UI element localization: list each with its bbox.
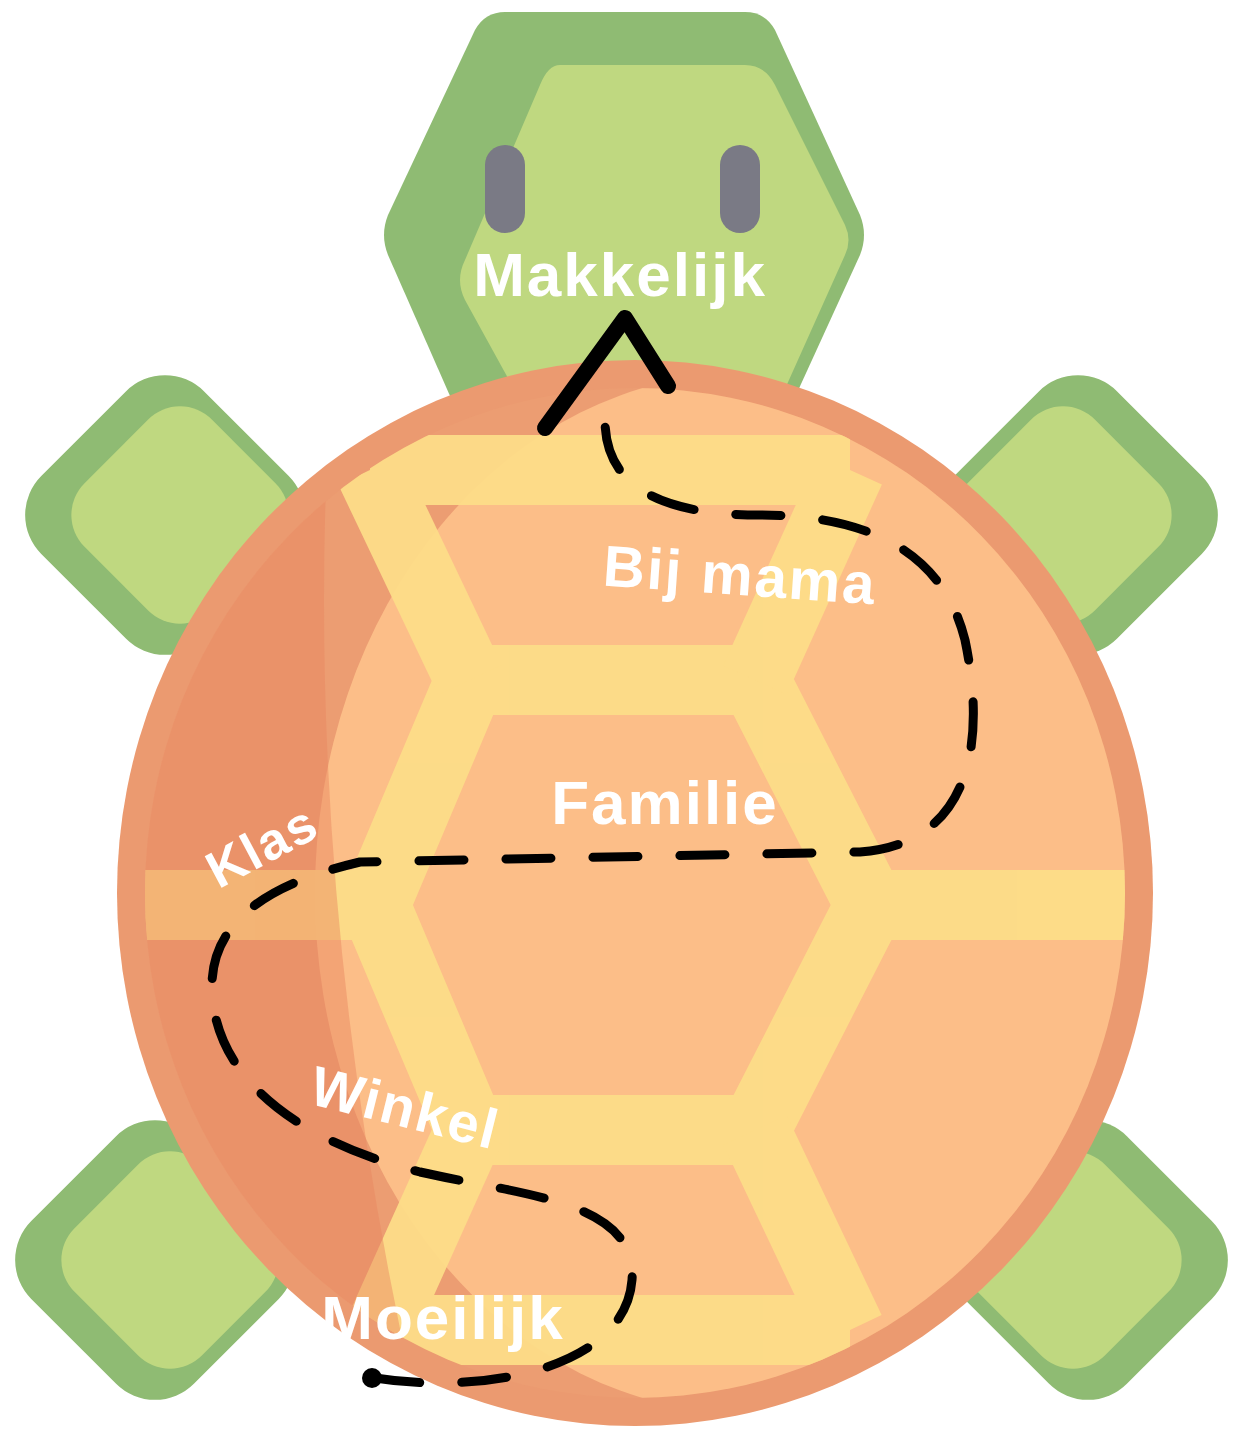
route-label: Winkel (305, 1058, 505, 1159)
route-label: Bij mama (601, 537, 878, 614)
turtle-legs (0, 352, 1243, 1422)
route-label: Familie (551, 772, 779, 834)
route-line (212, 318, 973, 1388)
route-label: Makkelijk (473, 244, 767, 306)
turtle-shell (0, 300, 1243, 1448)
route-label: Klas (198, 795, 326, 896)
route-label: Moeilijk (321, 1287, 564, 1349)
